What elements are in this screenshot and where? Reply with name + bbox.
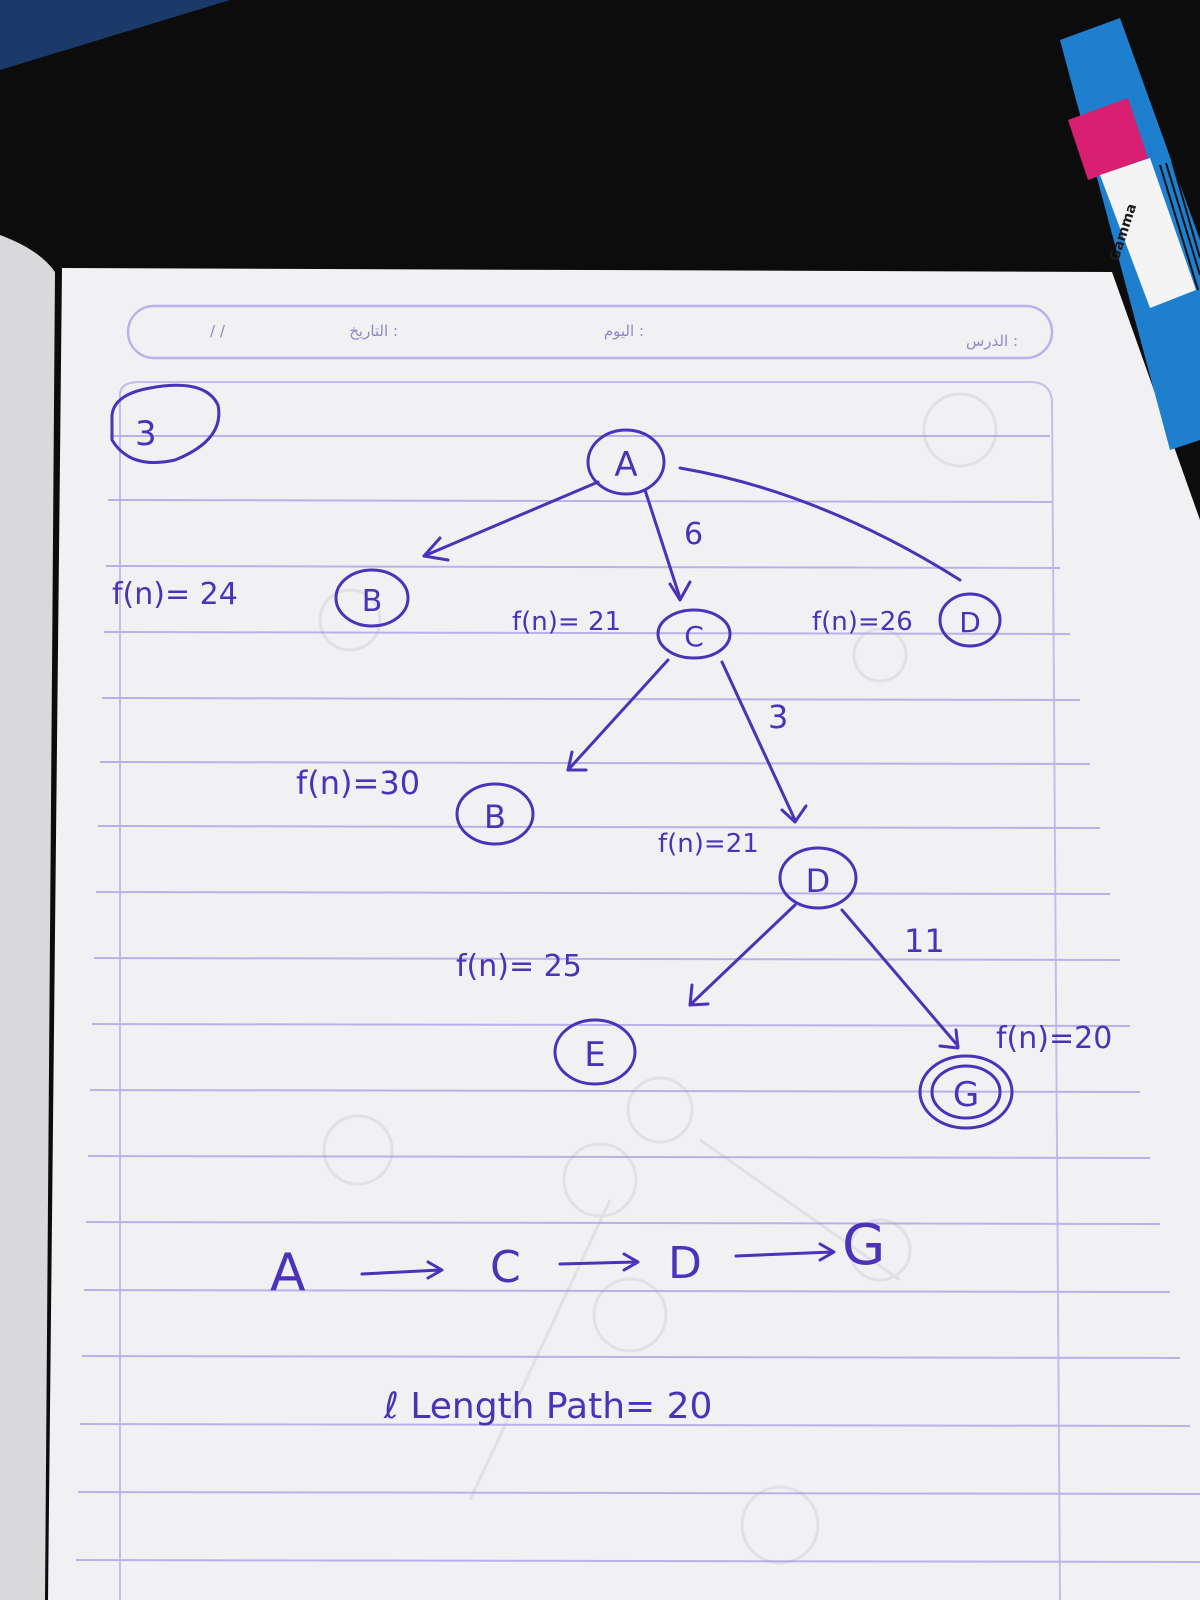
- header-box: [126, 304, 1054, 360]
- node-e-label: E: [584, 1035, 605, 1075]
- fn-e: f(n)= 25: [456, 949, 582, 984]
- day-label: اليوم :: [604, 322, 644, 340]
- node-b2-label: B: [484, 798, 506, 836]
- node-b1-label: B: [362, 584, 383, 619]
- fn-d-top: f(n)=26: [812, 607, 913, 637]
- edge-c-d: [720, 660, 797, 822]
- show-through-marks: [318, 392, 998, 1565]
- node-d-top-label: D: [959, 606, 981, 639]
- edge-a-c: [643, 488, 682, 600]
- edge-a-b1: [422, 480, 600, 558]
- node-g-label: G: [953, 1075, 979, 1115]
- node-c: C: [656, 608, 732, 660]
- cost-d-g: 11: [904, 922, 945, 960]
- date-slashes: / /: [210, 322, 226, 340]
- path-node-2: C: [490, 1242, 521, 1293]
- cost-a-c: 6: [684, 517, 703, 552]
- problem-number: 3: [110, 383, 221, 464]
- fn-annotations: f(n)= 24 f(n)= 21 f(n)=26 f(n)=30 f(n)=2…: [112, 577, 1112, 1056]
- path-node-3: D: [668, 1238, 702, 1289]
- edge-costs: 6 3 11: [684, 517, 945, 960]
- path-arrow-3: [734, 1242, 836, 1262]
- node-b2: B: [455, 782, 535, 846]
- path-arrow-2: [558, 1252, 640, 1272]
- node-c-label: C: [684, 620, 704, 653]
- node-a: A: [586, 428, 666, 496]
- node-a-label: A: [614, 445, 637, 485]
- path-arrow-1: [360, 1260, 444, 1280]
- ruled-lines: [75, 435, 1200, 1563]
- cost-c-d: 3: [768, 698, 788, 736]
- node-g: G: [918, 1054, 1014, 1130]
- fn-b1: f(n)= 24: [112, 577, 238, 612]
- left-page-edge: [0, 235, 55, 1600]
- tree-edges: [422, 466, 962, 1050]
- edge-d-e: [688, 903, 797, 1007]
- fn-d: f(n)=21: [658, 829, 759, 859]
- inner-frame: [119, 381, 1061, 1600]
- node-d-top: D: [938, 592, 1002, 648]
- tree-nodes: A B C D B D E G: [334, 428, 1014, 1130]
- date-label: التاريخ :: [349, 322, 398, 340]
- node-d-label: D: [806, 862, 831, 900]
- path-node-1: A: [270, 1243, 306, 1303]
- node-d: D: [778, 846, 858, 910]
- fn-c: f(n)= 21: [512, 607, 621, 637]
- node-e: E: [553, 1018, 637, 1086]
- fn-g: f(n)=20: [996, 1021, 1112, 1056]
- marker-pen: Gamma: [1060, 18, 1200, 450]
- edge-d-g: [840, 908, 960, 1048]
- fn-b2: f(n)=30: [296, 764, 420, 802]
- problem-number-text: 3: [135, 414, 157, 454]
- edge-c-b2: [566, 658, 670, 772]
- blue-object-corner: [0, 0, 230, 70]
- path-node-4: G: [842, 1213, 885, 1278]
- node-b1: B: [334, 568, 410, 628]
- solution-path: A C D G: [270, 1213, 885, 1303]
- edge-a-d-top: [678, 466, 962, 582]
- path-length-summary: ℓ Length Path= 20: [383, 1386, 712, 1427]
- lesson-label: الدرس :: [966, 332, 1018, 350]
